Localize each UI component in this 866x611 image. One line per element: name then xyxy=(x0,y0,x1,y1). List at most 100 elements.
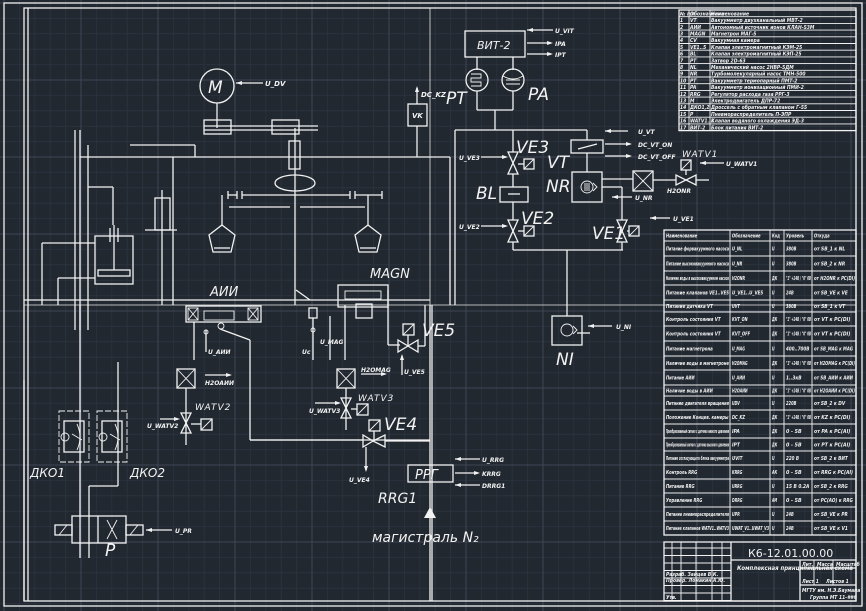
signals-table-cell: АМ xyxy=(771,498,777,504)
uc-label: Uc xyxy=(302,349,311,356)
drrg1-label: DRRG1 xyxy=(482,483,505,490)
signals-table-cell: от SB_2 к RRG xyxy=(814,484,848,490)
signals-table-cell: 380В xyxy=(786,247,797,253)
signals-table-cell: U xyxy=(772,291,775,297)
signals-table-cell: U xyxy=(772,247,775,253)
signals-table-cell: UPR xyxy=(732,512,740,518)
signals-table-cell: ДК xyxy=(771,443,777,449)
signals-table-cell: 0 - 5В xyxy=(786,470,802,476)
components-table-cell: Магнетрон МАГ-5 xyxy=(711,32,756,38)
signals-table-cell: Наличие воды в АИИ xyxy=(666,389,713,395)
signals-table-cell: от SB_VE к PR xyxy=(814,512,848,518)
components-table-cell: NL xyxy=(690,65,697,71)
signals-table-cell: от H2ONR к PC(DI) xyxy=(814,276,855,282)
components-table-cell: 2 xyxy=(680,25,683,31)
u-ni-label: U_NI xyxy=(616,324,632,331)
signals-table-cell: 220В xyxy=(786,401,797,407)
title-block: К6-12.01.00.00 Комплексная принципиальна… xyxy=(663,541,860,602)
signals-table-cell: Питание клапанов VE1..VE5 xyxy=(666,291,729,297)
components-table-cell: Клапан электромагнитный КЭМ-25 xyxy=(711,44,802,51)
components-table-cell: NR xyxy=(690,72,698,78)
components-table-cell: Затвор 2D-63 xyxy=(711,58,746,64)
h2omag-label: H2OMAG xyxy=(361,367,391,374)
signals-table-header: Уровень xyxy=(786,234,804,240)
components-table-cell: АИИ xyxy=(689,25,701,31)
signals-table-cell: от KZ к PC(DI) xyxy=(814,415,850,421)
ve2-label: VE2 xyxy=(521,209,554,229)
signals-table-cell: UWAT_V1..UWAT_V3 xyxy=(732,526,769,532)
components-table-cell: Автономный источник ионов КЛАН-53М xyxy=(710,24,815,31)
u-ve1-label: U_VE1 xyxy=(673,216,694,223)
components-table-cell: RRG xyxy=(690,92,701,98)
signals-table-cell: Питание магнетрона xyxy=(666,347,713,353)
ni-box xyxy=(551,315,583,346)
components-table-cell: 6 xyxy=(680,52,683,58)
components-table-cell: VT xyxy=(690,18,697,24)
dko2-label: ДКО2 xyxy=(129,466,165,480)
ni-label: NI xyxy=(556,350,574,370)
signals-table-cell: от PT к PC(AI) xyxy=(814,443,850,449)
components-table-cell: Дроссель с обратным клапаном Г-55 xyxy=(710,104,807,111)
sheets-total: Листов 1 xyxy=(825,579,849,585)
components-table-cell: VE1..5 xyxy=(690,45,706,51)
components-table-cell: PA xyxy=(690,85,697,91)
h2oaii-label: H2OAИИ xyxy=(205,380,234,387)
signals-table-cell: H2ONR xyxy=(732,276,745,282)
components-table-cell: 7 xyxy=(680,58,684,64)
nitrogen-mains-label: магистраль N₂ xyxy=(372,530,479,546)
signals-table-cell: URRG xyxy=(732,484,743,490)
signals-table-cell: "1" +24В / "0" 0В xyxy=(786,276,811,282)
rrg-box xyxy=(407,464,454,483)
signals-table-cell: "1" +24В / "0" 0В xyxy=(786,361,811,367)
signals-table-cell: от H2OAИИ к PC(DI) xyxy=(814,389,855,395)
signals-table-cell: Питание датчика VT xyxy=(666,304,714,310)
signals-table-cell: UVT xyxy=(732,304,741,310)
components-table-cell: BL xyxy=(690,52,696,58)
signals-table-cell: "1" +24В / "0" 0В xyxy=(786,415,811,421)
signals-table-cell: U xyxy=(772,304,775,310)
signals-table-cell: H2OMAG xyxy=(732,361,748,367)
signals-table-cell: АК xyxy=(771,470,777,476)
signals-table-cell: ДК xyxy=(771,429,777,435)
signals-table-cell: 400..700В xyxy=(786,347,810,353)
signals-table-cell: Питание клапанов WATV1..WATV3 xyxy=(666,526,729,532)
sheet-number: Лист 1 xyxy=(801,579,819,585)
components-table-cell: 13 xyxy=(680,99,686,105)
magnetron-magn: MAGN U_MAG xyxy=(320,267,410,360)
pa-label: PA xyxy=(528,85,549,105)
signals-table-cell: IPT xyxy=(732,443,741,449)
magn-label: MAGN xyxy=(370,267,410,282)
signals-table-cell: Питание высоковакуумного насоса xyxy=(666,262,729,268)
signals-table-cell: U xyxy=(772,401,775,407)
signals-table-cell: DRRG xyxy=(732,498,743,504)
motor-group: M U_DV xyxy=(199,68,383,305)
signals-table-cell: от SB_VE к VE xyxy=(814,291,849,297)
signals-table-cell: 24В xyxy=(786,526,794,532)
components-table-cell: 10 xyxy=(680,78,686,84)
components-table-header: № п/п xyxy=(679,11,695,17)
signals-table-cell: "1" +24В / "0" 0В xyxy=(786,332,811,338)
signals-table-cell: KRRG xyxy=(732,470,743,476)
signals-table-header: Обозначение xyxy=(732,233,761,240)
organization: МГТУ им. Н.Э.Баумана xyxy=(802,588,860,594)
watv2-label: WATV2 xyxy=(195,403,231,413)
u-dv-label: U_DV xyxy=(265,80,286,88)
signals-table-cell: 15 В 0.2А xyxy=(786,484,810,490)
components-table-cell: 9 xyxy=(680,72,683,78)
motor-label: M xyxy=(208,78,223,98)
vt-label: VT xyxy=(547,153,571,173)
ve3-label: VE3 xyxy=(516,138,549,158)
signals-table-cell: от SB_1 к NL xyxy=(814,247,845,253)
signals-table-cell: U xyxy=(772,526,775,532)
signals-table-cell: Питание RRG xyxy=(666,484,695,490)
u-watv2-label: U_WATV2 xyxy=(147,423,178,430)
group-number: Группа МТ 11-### xyxy=(810,595,857,601)
p-label: P xyxy=(105,541,116,561)
dc-vt-on-label: DC_VT_ON xyxy=(638,142,672,149)
ion-source-aii: АИИ U_AИИ xyxy=(185,285,430,441)
signals-table-cell: U_NR xyxy=(732,262,743,268)
dko1-label: ДКО1 xyxy=(29,466,65,480)
signals-table-cell: H2OAИИ xyxy=(732,389,748,395)
signals-table-cell: 380В xyxy=(786,262,797,268)
